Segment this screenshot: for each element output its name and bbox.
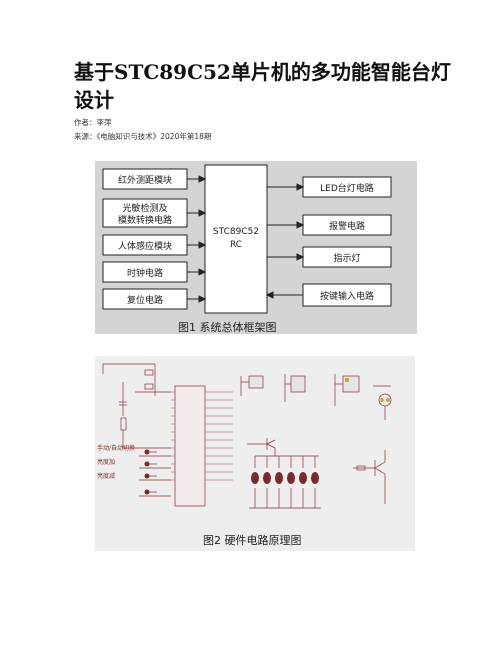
input-module-clock-label: 时钟电路 [127, 267, 163, 279]
output-module-alarm: 报警电路 [302, 214, 392, 236]
author-line: 作者：李萍 [74, 118, 112, 127]
button-label-brightness-down: 亮度减 [97, 472, 115, 480]
input-module-reset: 复位电路 [102, 288, 188, 310]
article-title: 基于STC89C52单片机的多功能智能台灯设计 [74, 60, 451, 112]
mcu-block: STC89C52 RC [204, 164, 268, 314]
input-module-infrared-label: 红外测距模块 [118, 174, 172, 186]
input-module-photosensor: 光敏检测及 模数转换电路 [102, 198, 188, 228]
source-line: 来源：《电脑知识与技术》2020年第18期 [74, 132, 212, 141]
output-module-keys: 按键输入电路 [302, 283, 392, 307]
diagram-arrows [187, 175, 305, 303]
figure1-caption: 图1 系统总体框架图 [178, 320, 277, 334]
output-module-led: LED台灯电路 [302, 176, 392, 198]
output-module-keys-label: 按键输入电路 [320, 290, 374, 302]
output-module-alarm-label: 报警电路 [329, 220, 365, 232]
output-module-led-label: LED台灯电路 [320, 182, 374, 194]
mcu-label-1: STC89C52 [213, 227, 259, 237]
mcu-label-2: RC [230, 240, 242, 250]
input-module-body-sensor-label: 人体感应模块 [118, 240, 172, 252]
input-module-clock: 时钟电路 [102, 261, 188, 283]
input-module-body-sensor: 人体感应模块 [102, 234, 188, 256]
system-block-diagram: 红外测距模块 光敏检测及 模数转换电路 人体感应模块 时钟电路 复位电路 STC… [95, 161, 417, 334]
figure1-caption-box: 图1 系统总体框架图 [178, 320, 277, 334]
output-module-indicator-label: 指示灯 [333, 252, 360, 264]
input-module-infrared: 红外测距模块 [102, 168, 188, 190]
input-module-reset-label: 复位电路 [127, 294, 163, 306]
hardware-schematic: 手动/自动切换 亮度加 亮度减 [95, 356, 415, 551]
schematic-svg: 手动/自动切换 亮度加 亮度减 [97, 363, 392, 509]
input-module-photosensor-label-2: 模数转换电路 [118, 214, 172, 226]
button-label-brightness-up: 亮度加 [97, 458, 115, 466]
figure2-caption-box: 图2 硬件电路原理图 [203, 534, 302, 547]
figure2-caption: 图2 硬件电路原理图 [203, 534, 302, 547]
input-module-photosensor-label-1: 光敏检测及 [122, 202, 167, 214]
output-module-indicator: 指示灯 [302, 246, 392, 268]
block-diagram-svg: 红外测距模块 光敏检测及 模数转换电路 人体感应模块 时钟电路 复位电路 STC… [102, 164, 392, 314]
button-label-mode: 手动/自动切换 [97, 444, 135, 452]
